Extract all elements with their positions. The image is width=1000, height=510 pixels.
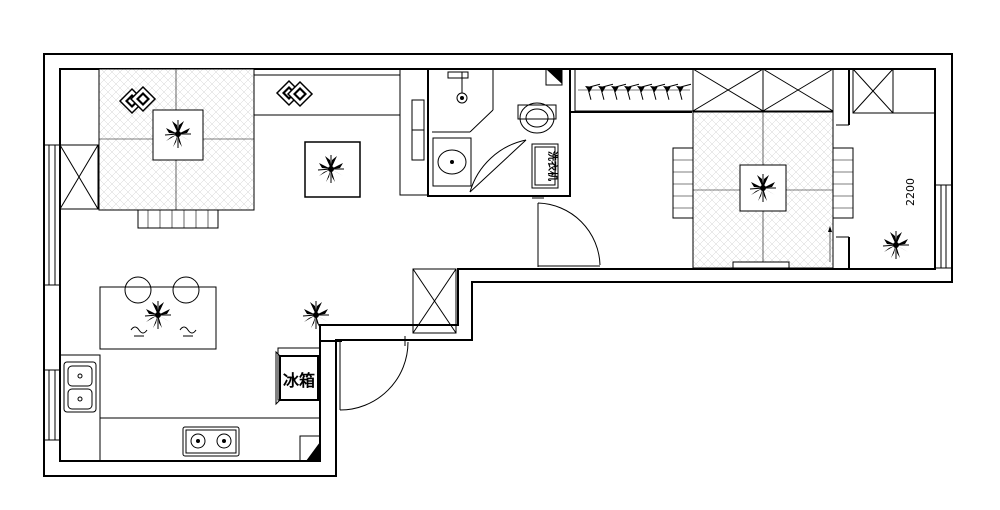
fridge-block	[277, 347, 321, 401]
outer-walls	[43, 53, 953, 477]
washer-label: 洗衣机	[546, 151, 559, 181]
left-window-lower	[44, 369, 60, 441]
toilet-icon	[517, 102, 557, 134]
bathroom	[427, 68, 571, 197]
bath-corner	[545, 68, 563, 86]
washer: 洗衣机	[531, 143, 559, 189]
hanger-icon	[606, 77, 627, 101]
bathroom-door	[469, 139, 527, 193]
plant-icon	[144, 300, 172, 330]
wardrobe-left	[59, 144, 99, 210]
kitchen-counter	[59, 354, 320, 462]
kitchen-corner-cabinet	[299, 435, 321, 462]
hanger-icon	[619, 77, 640, 101]
wardrobe-right	[692, 68, 834, 112]
cabinet-far-right	[852, 68, 936, 114]
wardrobe-hangers	[574, 68, 694, 112]
tv-cabinet	[399, 68, 429, 196]
hanger-icon	[632, 77, 653, 101]
bed-left	[98, 68, 255, 211]
bathroom-sink	[432, 137, 472, 187]
coffee-table	[304, 141, 361, 198]
dining-table	[99, 276, 217, 350]
stove-icon	[182, 426, 240, 457]
entrance-door	[320, 336, 409, 411]
hanger-icon	[645, 77, 666, 101]
sofa	[253, 68, 401, 116]
bar-stool-icon	[172, 276, 200, 304]
hanger-icon	[593, 77, 614, 101]
hanger-icon	[658, 77, 679, 101]
plant-icon	[882, 230, 910, 260]
shaft	[412, 268, 457, 334]
sink-icon	[63, 361, 97, 413]
bed-right	[672, 111, 854, 269]
corridor-door	[532, 197, 601, 267]
shower-icon	[447, 71, 469, 104]
hanger-icon	[580, 77, 601, 101]
dimension-label: 2200	[904, 178, 917, 206]
fridge-label: 冰箱	[283, 371, 315, 390]
bed-footboard	[137, 209, 219, 229]
left-window-upper	[44, 144, 60, 286]
bar-stool-icon	[124, 276, 152, 304]
hanger-icon	[671, 77, 692, 101]
right-window	[935, 184, 952, 269]
fridge: 冰箱	[275, 350, 319, 406]
